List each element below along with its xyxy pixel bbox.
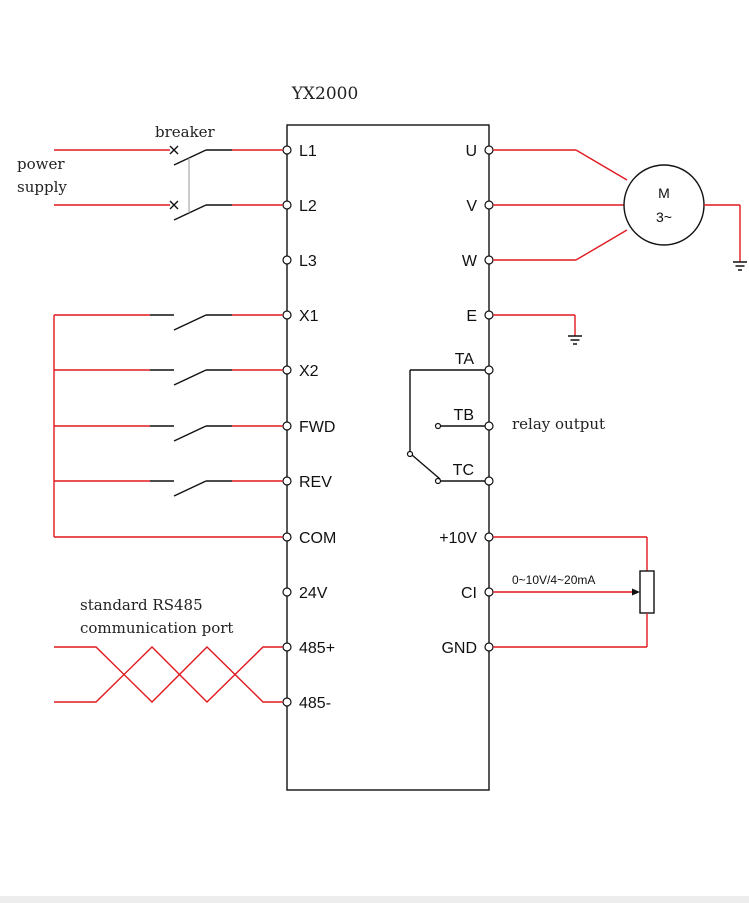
- relay-output-label: relay output: [512, 415, 605, 433]
- potentiometer: [639, 570, 655, 614]
- terminal-com: [282, 532, 292, 542]
- terminal-label-24v: 24V: [299, 585, 328, 602]
- terminal-label-v: V: [466, 198, 477, 215]
- terminal-l2: [282, 200, 292, 210]
- breaker-mark-l1: [169, 145, 179, 155]
- terminal-fwd: [282, 421, 292, 431]
- rs485-section: standard RS485 communication port: [54, 596, 283, 703]
- terminal-label-l1: L1: [299, 143, 317, 160]
- terminal-w: [484, 255, 494, 265]
- terminal-e: [484, 310, 494, 320]
- breaker-mark-l2: [169, 200, 179, 210]
- relay-contact-blade: [411, 454, 441, 480]
- terminal-485-minus: [282, 697, 292, 707]
- terminal-x2: [282, 365, 292, 375]
- terminal-label-10v: +10V: [439, 530, 477, 547]
- rs485-wire-minus: [54, 646, 283, 703]
- terminal-u: [484, 145, 494, 155]
- inverter-box: [286, 124, 490, 791]
- earth-section: [493, 314, 582, 345]
- motor-ground-icon: [733, 261, 747, 271]
- terminal-label-485-plus: 485+: [299, 640, 335, 657]
- breaker-blade-l1: [173, 149, 207, 166]
- terminal-label-com: COM: [299, 530, 336, 547]
- left-terminal-group: L1 L2 L3 X1 X2 FWD REV COM 24V 485+ 485-: [282, 143, 336, 712]
- motor-section: M 3~: [493, 149, 747, 271]
- terminal-24v: [282, 587, 292, 597]
- rs485-label-line2: communication port: [80, 619, 233, 637]
- rs485-wire-plus: [54, 646, 283, 703]
- relay-tb-contact: [434, 422, 442, 430]
- wire-u-diag: [575, 149, 628, 181]
- terminal-label-l2: L2: [299, 198, 317, 215]
- right-terminal-group: U V W E TA TB TC +10V CI GND: [439, 143, 494, 657]
- terminal-ta: [484, 365, 494, 375]
- analog-section: 0~10V/4~20mA: [493, 536, 655, 648]
- power-supply-label-line2: supply: [17, 178, 67, 196]
- relay-section: relay output: [406, 369, 605, 485]
- rev-switch-blade: [173, 480, 207, 497]
- terminal-label-rev: REV: [299, 474, 332, 491]
- bottom-scroll-strip: [0, 896, 749, 903]
- wiper-arrow-icon: [632, 588, 640, 596]
- terminal-tc: [484, 476, 494, 486]
- terminal-10v: [484, 532, 494, 542]
- terminal-label-fwd: FWD: [299, 419, 335, 436]
- terminal-label-x1: X1: [299, 308, 319, 325]
- relay-tc-contact: [434, 477, 442, 485]
- terminal-label-w: W: [462, 253, 478, 270]
- terminal-l1: [282, 145, 292, 155]
- fwd-switch-blade: [173, 425, 207, 442]
- terminal-label-x2: X2: [299, 363, 319, 380]
- terminal-gnd: [484, 642, 494, 652]
- relay-pivot: [406, 450, 414, 458]
- terminal-label-tb: TB: [454, 407, 474, 424]
- terminal-x1: [282, 310, 292, 320]
- analog-range-label: 0~10V/4~20mA: [512, 573, 595, 587]
- rs485-label-line1: standard RS485: [80, 596, 203, 614]
- terminal-l3: [282, 255, 292, 265]
- power-supply-label-line1: power: [17, 155, 65, 173]
- x2-switch-blade: [173, 369, 207, 386]
- earth-ground-icon: [568, 335, 582, 345]
- terminal-tb: [484, 421, 494, 431]
- terminal-label-tc: TC: [453, 462, 474, 479]
- terminal-label-ci: CI: [461, 585, 477, 602]
- motor-label-line1: M: [658, 185, 670, 201]
- terminal-rev: [282, 476, 292, 486]
- breaker-blade-l2: [173, 204, 207, 221]
- terminal-ci: [484, 587, 494, 597]
- terminal-label-485-minus: 485-: [299, 695, 331, 712]
- terminal-485-plus: [282, 642, 292, 652]
- wire-w-diag: [575, 229, 628, 261]
- breaker-label: breaker: [155, 123, 216, 141]
- power-supply-section: power supply breaker: [17, 123, 283, 221]
- x1-switch-blade: [173, 314, 207, 331]
- terminal-label-u: U: [465, 143, 477, 160]
- terminal-label-e: E: [466, 308, 477, 325]
- motor-symbol: [623, 164, 705, 246]
- device-title: YX2000: [291, 84, 359, 104]
- terminal-label-gnd: GND: [441, 640, 477, 657]
- terminal-label-l3: L3: [299, 253, 317, 270]
- digital-input-section: [53, 314, 283, 538]
- terminal-v: [484, 200, 494, 210]
- terminal-label-ta: TA: [455, 351, 475, 368]
- motor-label-line2: 3~: [656, 209, 672, 225]
